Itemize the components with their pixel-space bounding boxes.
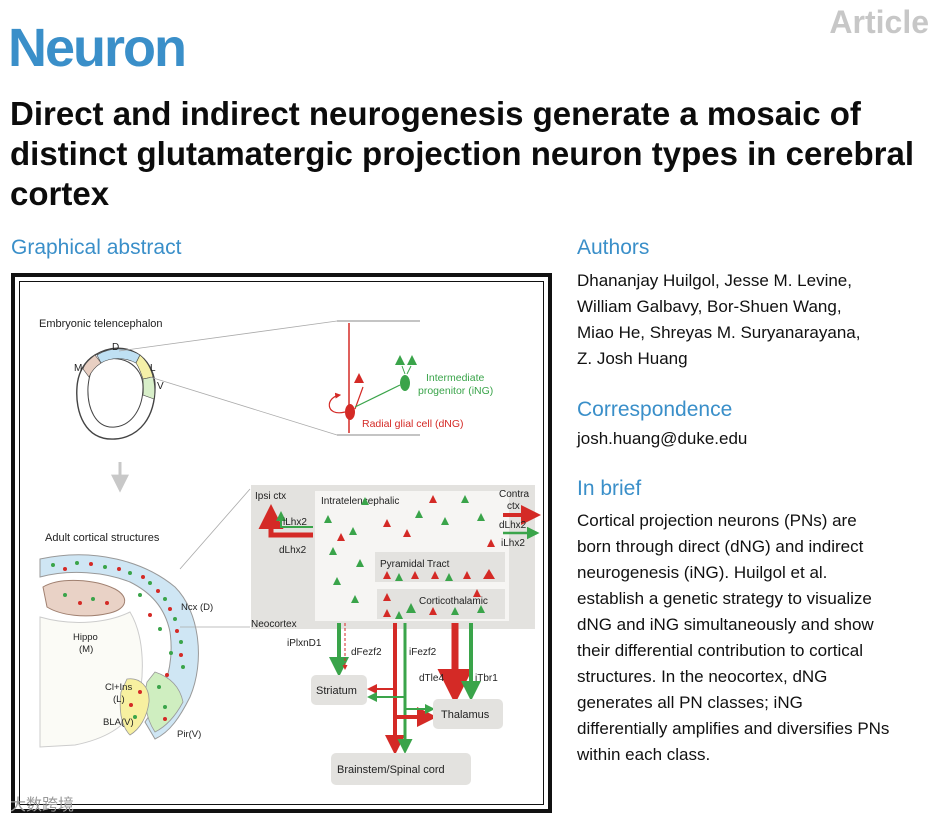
hippo-label-2: (M) (79, 644, 93, 655)
in-brief-text: Cortical projection neurons (PNs) are bo… (577, 508, 889, 768)
article-type-label: Article (829, 4, 929, 40)
adult-structures-label: Adult cortical structures (45, 532, 160, 544)
dlhx2-right-label: dLhx2 (499, 520, 527, 531)
dlhx2-left-label: dLhx2 (279, 545, 307, 556)
neocortex-label: Neocortex (251, 619, 297, 630)
striatum-label: Striatum (316, 685, 357, 697)
dfezf2-label: dFezf2 (351, 647, 382, 658)
in-brief-line: their differential contribution to corti… (577, 641, 864, 660)
thalamus-box (433, 699, 503, 729)
pyramidal-tract-label: Pyramidal Tract (380, 559, 450, 570)
region-v-label: V (157, 381, 164, 392)
hippo-label-1: Hippo (73, 632, 98, 643)
in-brief-line: Cortical projection neurons (PNs) are (577, 511, 857, 530)
dtle4-label: dTle4 (419, 673, 444, 684)
correspondence-email[interactable]: josh.huang@duke.edu (577, 429, 748, 448)
bla-label: BLA(V) (103, 717, 134, 728)
graphical-abstract-frame: Embryonic telencephalon D M L V Intermed… (11, 273, 552, 813)
embryonic-label: Embryonic telencephalon (39, 318, 163, 330)
watermark: 大数跨境 (10, 797, 75, 814)
ncx-label: Ncx (D) (181, 602, 213, 613)
author-line: William Galbavy, Bor-Shuen Wang, (577, 297, 842, 316)
contra-label-1: Contra (499, 489, 529, 500)
in-brief-line: generates all PN classes; iNG (577, 693, 803, 712)
author-line: Dhananjay Huilgol, Jesse M. Levine, (577, 271, 852, 290)
author-line: Z. Josh Huang (577, 349, 688, 368)
in-brief-line: dNG and iNG simultaneously and show (577, 615, 874, 634)
striatum-box (311, 675, 367, 705)
intermediate-progenitor-label-2: progenitor (iNG) (418, 385, 493, 397)
in-brief-line: born through direct (dNG) and indirect (577, 537, 864, 556)
pir-label: Pir(V) (177, 729, 201, 740)
in-brief-line: structures. In the neocortex, dNG (577, 667, 828, 686)
region-l-label: L (150, 363, 156, 374)
clins-label-1: Cl+Ins (105, 682, 132, 693)
contra-label-2: ctx (507, 501, 520, 512)
in-brief-heading: In brief (577, 477, 642, 500)
in-brief-line: establish a genetic strategy to visualiz… (577, 589, 872, 608)
region-m-label: M (74, 363, 82, 374)
corticothalamic-label: Corticothalamic (419, 596, 488, 607)
intermediate-progenitor-label-1: Intermediate (426, 372, 485, 384)
journal-logo: Neuron (8, 18, 187, 78)
authors-list: Dhananjay Huilgol, Jesse M. Levine, Will… (577, 268, 860, 372)
thalamus-label: Thalamus (441, 709, 490, 721)
brainstem-label: Brainstem/Spinal cord (337, 764, 445, 776)
graphical-abstract-heading: Graphical abstract (11, 236, 182, 259)
in-brief-line: differentially amplifies and diversifies… (577, 719, 890, 738)
authors-heading: Authors (577, 236, 650, 259)
ipsi-label: Ipsi ctx (255, 491, 286, 502)
author-line: Miao He, Shreyas M. Suryanarayana, (577, 323, 861, 342)
clins-label-2: (L) (113, 694, 125, 705)
in-brief-line: neurogenesis (iNG). Huilgol et al. (577, 563, 828, 582)
ilhx2-left-label: iLhx2 (283, 517, 307, 528)
iplxnd1-label: iPlxnD1 (287, 638, 322, 649)
region-d-label: D (112, 342, 119, 353)
radial-glial-label: Radial glial cell (dNG) (362, 418, 464, 430)
in-brief-line: within each class. (577, 745, 711, 764)
ilhx2-right-label: iLhx2 (501, 538, 525, 549)
intratelencephalic-label: Intratelencephalic (321, 496, 399, 507)
ifezf2-label: iFezf2 (409, 647, 437, 658)
correspondence-heading: Correspondence (577, 398, 733, 421)
itbr1-label: iTbr1 (475, 673, 498, 684)
paper-title: Direct and indirect neurogenesis generat… (10, 95, 915, 212)
graphical-abstract-figure: Embryonic telencephalon D M L V Intermed… (39, 318, 541, 785)
brainstem-box (331, 753, 471, 785)
